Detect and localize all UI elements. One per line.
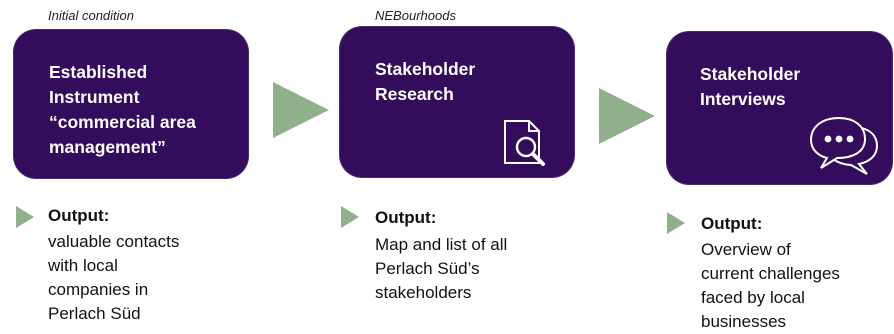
stage-box-title: Established Instrument “commercial area …: [49, 62, 196, 157]
output-text-3: Overview of current challenges faced by …: [701, 240, 840, 331]
bullet-arrow-icon: [16, 206, 34, 228]
bullet-arrow-icon: [341, 206, 359, 228]
stage-box-research: Stakeholder Research: [340, 27, 574, 177]
document-search-icon: [504, 120, 545, 166]
stage-label-nebourhoods: NEBourhoods: [375, 8, 456, 23]
stage-box-interviews: Stakeholder Interviews: [667, 32, 892, 184]
bullet-arrow-icon: [667, 212, 685, 234]
chat-bubbles-icon: [809, 116, 879, 175]
output-title-1: Output:: [48, 206, 110, 225]
flow-arrow-1: [273, 82, 329, 138]
output-title-2: Output:: [375, 208, 437, 227]
stage-box-title: Stakeholder Research: [375, 59, 476, 104]
flow-arrow-2: [599, 88, 655, 144]
stage-box-instrument: Established Instrument “commercial area …: [14, 30, 248, 178]
stage-box-title: Stakeholder Interviews: [700, 64, 801, 109]
output-title-3: Output:: [701, 214, 763, 233]
output-text-2: Map and list of all Perlach Süd’s stakeh…: [375, 235, 508, 302]
stage-label-initial: Initial condition: [48, 8, 134, 23]
output-text-1: valuable contacts with local companies i…: [48, 232, 180, 323]
